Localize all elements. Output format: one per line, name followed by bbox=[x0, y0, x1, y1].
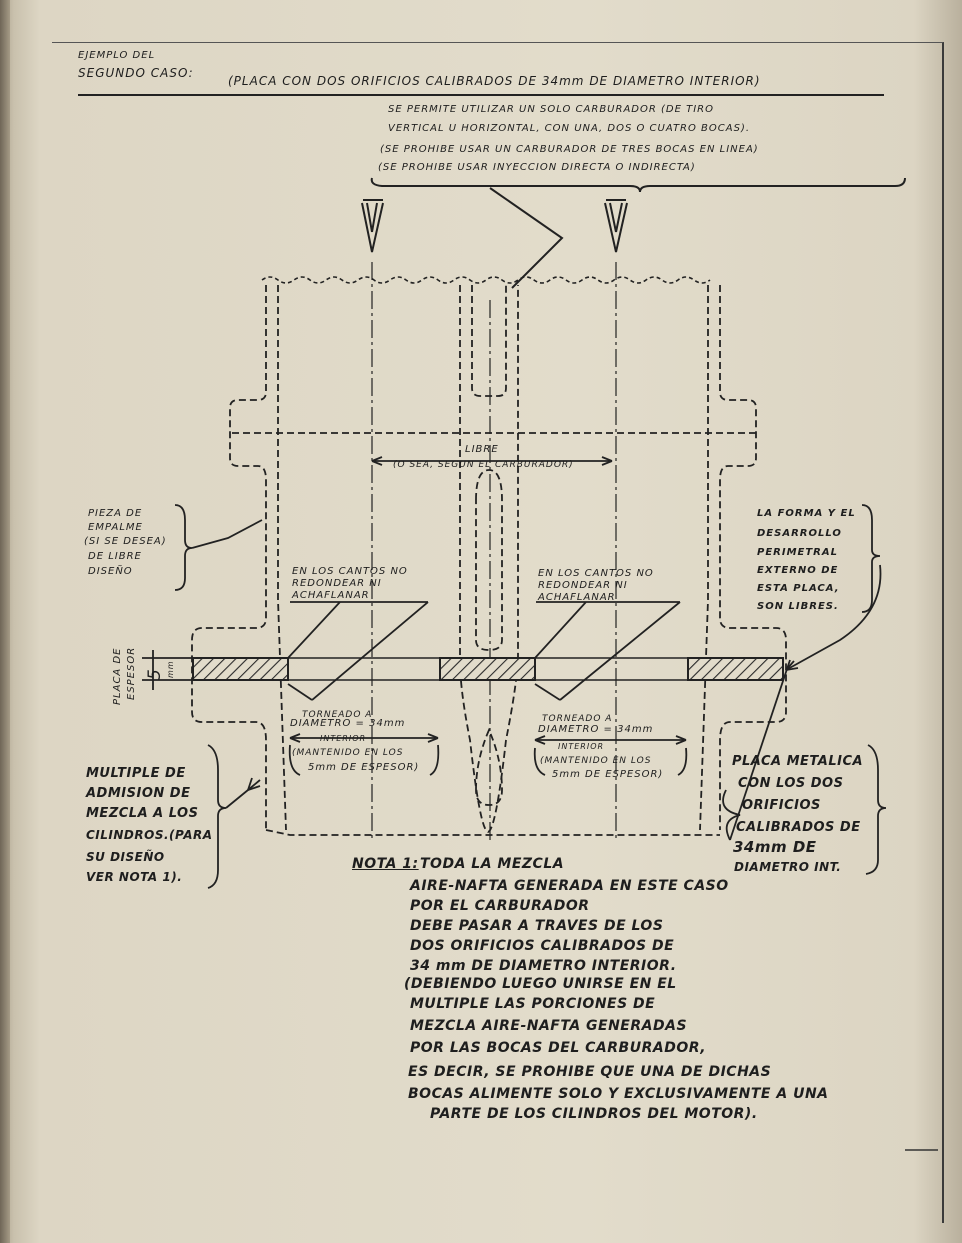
plate-section-left bbox=[192, 657, 289, 681]
plate-section-right bbox=[687, 657, 784, 681]
pieza-brace bbox=[174, 504, 193, 591]
nota-line6: 34 mm DE DIAMETRO INTERIOR. bbox=[410, 958, 677, 974]
torneado-left-line1: TORNEADO A bbox=[302, 710, 373, 720]
placa-brace bbox=[865, 744, 887, 875]
forma-line1: LA FORMA Y EL bbox=[757, 508, 856, 519]
centerlines bbox=[371, 262, 617, 840]
cantos-left-line2: REDONDEAR NI bbox=[292, 578, 382, 589]
metal-plate bbox=[192, 657, 784, 681]
forma-leader bbox=[785, 564, 882, 671]
nota-line13: PARTE DE LOS CILINDROS DEL MOTOR). bbox=[430, 1106, 758, 1122]
carb-note-brace bbox=[370, 177, 906, 193]
espesor-line2: ESPESOR bbox=[126, 646, 137, 700]
forma-line5: ESTA PLACA, bbox=[757, 583, 840, 594]
header-title: (PLACA CON DOS ORIFICIOS CALIBRADOS DE 3… bbox=[228, 74, 761, 88]
nota-line2: AIRE-NAFTA GENERADA EN ESTE CASO bbox=[410, 878, 729, 894]
nota-line10: POR LAS BOCAS DEL CARBURADOR, bbox=[410, 1040, 707, 1056]
carb-leader-line bbox=[489, 187, 564, 289]
carb-note-line1: SE PERMITE UTILIZAR UN SOLO CARBURADOR (… bbox=[388, 104, 714, 115]
forma-line6: SON LIBRES. bbox=[757, 601, 839, 612]
carb-note-line3: (SE PROHIBE USAR UN CARBURADOR DE TRES B… bbox=[380, 144, 759, 155]
pieza-line4: DE LIBRE bbox=[88, 551, 142, 562]
multiple-line5: SU DISEÑO bbox=[86, 850, 165, 864]
forma-line2: DESARROLLO bbox=[757, 528, 842, 539]
libre-label: LIBRE bbox=[465, 444, 499, 455]
espesor-unit: mm bbox=[166, 660, 175, 678]
nota-line9: MEZCLA AIRE-NAFTA GENERADAS bbox=[410, 1018, 688, 1034]
flow-arrow-left bbox=[361, 199, 384, 253]
nota-line5: DOS ORIFICIOS CALIBRADOS DE bbox=[410, 938, 675, 954]
placa-line3: ORIFICIOS bbox=[742, 798, 821, 813]
multiple-line1: MULTIPLE DE bbox=[86, 766, 186, 781]
nota-line3: POR EL CARBURADOR bbox=[410, 898, 590, 914]
torneado-left-line3: INTERIOR bbox=[320, 734, 367, 743]
torneado-right-line5: 5mm DE ESPESOR) bbox=[552, 769, 664, 780]
header-line2: SEGUNDO CASO: bbox=[78, 66, 194, 80]
libre-sublabel: (O SEA, SEGUN EL CARBURADOR) bbox=[393, 460, 574, 470]
placa-line2: CON LOS DOS bbox=[738, 776, 844, 791]
forma-line4: EXTERNO DE bbox=[757, 565, 839, 576]
torneado-right-line4: (MANTENIDO EN LOS bbox=[540, 756, 652, 766]
pieza-line3: (SI SE DESEA) bbox=[84, 536, 167, 547]
torneado-left-line4: (MANTENIDO EN LOS bbox=[292, 748, 404, 758]
forma-brace bbox=[861, 504, 881, 613]
cantos-right-line1: EN LOS CANTOS NO bbox=[538, 568, 654, 579]
pieza-line5: DISEÑO bbox=[88, 566, 133, 577]
torneado-left-line2: DIAMETRO = 34mm bbox=[290, 718, 406, 729]
torneado-right-line1: TORNEADO A bbox=[542, 714, 613, 724]
torneado-right-line2: DIAMETRO = 34mm bbox=[538, 724, 654, 735]
cantos-left-leader bbox=[287, 601, 429, 701]
nota-line1: TODA LA MEZCLA bbox=[420, 856, 565, 872]
cantos-left-line1: EN LOS CANTOS NO bbox=[292, 566, 408, 577]
placa-line4: CALIBRADOS DE bbox=[736, 820, 861, 835]
espesor-line1: PLACA DE bbox=[112, 647, 123, 705]
placa-line1: PLACA METALICA bbox=[732, 754, 864, 769]
cantos-right-line3: ACHAFLANAR bbox=[538, 592, 616, 603]
nota-line12: BOCAS ALIMENTE SOLO Y EXCLUSIVAMENTE A U… bbox=[408, 1086, 829, 1102]
plate-section-center bbox=[439, 657, 536, 681]
pieza-line1: PIEZA DE bbox=[88, 508, 143, 519]
cantos-right-leader bbox=[534, 601, 681, 701]
binding-fold bbox=[0, 0, 10, 1243]
carb-note-line4: (SE PROHIBE USAR INYECCION DIRECTA O IND… bbox=[378, 162, 696, 173]
cantos-left-line3: ACHAFLANAR bbox=[292, 590, 370, 601]
break-line bbox=[261, 276, 711, 284]
multiple-line3: MEZCLA A LOS bbox=[86, 806, 199, 821]
forma-line3: PERIMETRAL bbox=[757, 547, 838, 558]
header-line1: EJEMPLO DEL bbox=[78, 50, 156, 61]
carb-note-line2: VERTICAL U HORIZONTAL, CON UNA, DOS O CU… bbox=[388, 123, 751, 134]
nota-line4: DEBE PASAR A TRAVES DE LOS bbox=[410, 918, 664, 934]
pieza-line2: EMPALME bbox=[88, 522, 143, 533]
espesor-value: 5 bbox=[145, 668, 165, 680]
multiple-line6: VER NOTA 1). bbox=[86, 870, 183, 884]
placa-line5: 34mm DE bbox=[733, 838, 817, 856]
torneado-left-line5: 5mm DE ESPESOR) bbox=[308, 762, 420, 773]
multiple-line4: CILINDROS.(PARA bbox=[86, 828, 213, 842]
nota-line7: (DEBIENDO LUEGO UNIRSE EN EL bbox=[404, 976, 677, 992]
flow-arrow-right bbox=[604, 199, 628, 253]
multiple-brace bbox=[207, 744, 227, 889]
nota-label: NOTA 1: bbox=[352, 856, 419, 872]
placa-line6: DIAMETRO INT. bbox=[734, 860, 842, 874]
pieza-leader bbox=[191, 519, 263, 549]
nota-line8: MULTIPLE LAS PORCIONES DE bbox=[410, 996, 656, 1012]
nota-line11: ES DECIR, SE PROHIBE QUE UNA DE DICHAS bbox=[408, 1064, 772, 1080]
multiple-line2: ADMISION DE bbox=[86, 786, 191, 801]
cantos-right-line2: REDONDEAR NI bbox=[538, 580, 628, 591]
torneado-right-line3: INTERIOR bbox=[558, 742, 605, 751]
manifold-outline bbox=[191, 285, 787, 836]
drawing-frame bbox=[52, 42, 944, 1223]
